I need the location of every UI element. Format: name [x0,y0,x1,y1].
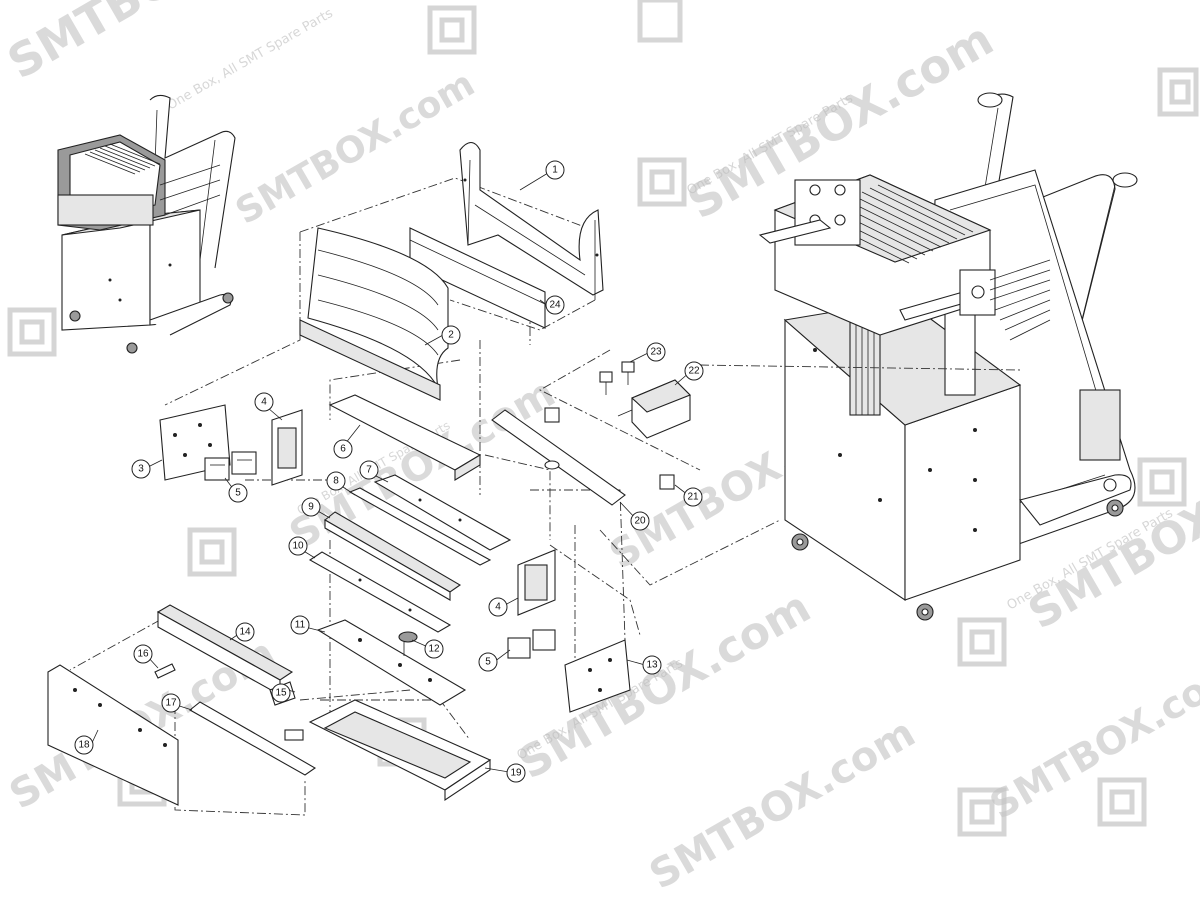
callout-number: 17 [165,698,177,709]
callout-number: 2 [448,330,454,341]
callout-22: 22 [684,361,704,381]
part-12-knob [398,631,418,656]
callout-3: 3 [131,459,151,479]
callout-number: 11 [295,620,306,631]
part-5-connector-upper [204,451,257,481]
part-22-air-cylinder [617,379,691,439]
callout-number: 4 [261,397,267,408]
callout-17: 17 [161,693,181,713]
callout-number: 8 [333,476,339,487]
callout-number: 1 [552,165,558,176]
part-16-small-pin [154,663,176,679]
callout-number: 20 [634,516,646,527]
callout-number: 15 [275,688,287,699]
callout-4b: 4 [488,597,508,617]
callout-number: 12 [428,644,440,655]
part-20-long-plate [491,409,626,506]
part-18-front-panel [47,664,179,806]
callout-number: 4 [495,602,501,613]
callout-number: 16 [137,649,149,660]
small-cart-assembly-view [57,94,236,354]
part-5-connector-lower [507,629,556,659]
callout-21: 21 [683,487,703,507]
part-11-base-plate [316,619,467,706]
callout-number: 14 [239,627,251,638]
callout-14: 14 [235,622,255,642]
part-23-fittings [599,361,635,395]
callout-number: 5 [235,488,241,499]
callout-number: 21 [687,492,699,503]
callout-16: 16 [133,644,153,664]
large-cart-assembly-view [758,92,1138,621]
callout-2: 2 [441,325,461,345]
part-9-angle-rail [324,511,462,601]
part-10-flat-bar [308,551,452,633]
callout-1: 1 [545,160,565,180]
part-4-flange-plate-lower [517,549,556,616]
callout-6: 6 [333,439,353,459]
part-1-back-frame [459,141,604,300]
callout-number: 23 [650,347,662,358]
part-24-sheet [409,227,546,329]
callout-7: 7 [359,460,379,480]
callout-number: 18 [78,740,90,751]
part-17-bent-plate [189,701,317,776]
callout-number: 5 [485,657,491,668]
part-19-tray [308,699,492,802]
callout-18: 18 [74,735,94,755]
callout-5b: 5 [478,652,498,672]
callout-number: 13 [646,660,658,671]
callout-number: 10 [292,541,304,552]
callout-4: 4 [254,392,274,412]
callout-labels: 1 2 3 4 5 6 7 8 9 10 11 12 13 4 5 14 15 … [74,160,704,783]
callout-10: 10 [288,536,308,556]
exploded-parts [47,141,691,806]
part-4-flange-plate-upper [271,409,303,486]
callout-9: 9 [301,497,321,517]
callout-12: 12 [424,639,444,659]
callout-number: 3 [138,464,144,475]
callout-24: 24 [545,295,565,315]
callout-number: 9 [308,502,314,513]
part-6-tray-plate [328,394,482,481]
part-7-long-bar [373,474,512,551]
callout-20: 20 [630,511,650,531]
part-8-rail [348,487,492,566]
watermark-brand-text: SMTBOX.com [229,63,482,233]
callout-number: 22 [688,366,700,377]
callout-15: 15 [271,683,291,703]
part-13-side-plate-lower [564,639,631,713]
watermark-tagline: One Box, All SMT Spare Parts [165,6,336,114]
callout-number: 19 [510,768,522,779]
callout-8: 8 [326,471,346,491]
callout-number: 7 [366,465,372,476]
callout-number: 24 [549,300,561,311]
callout-19: 19 [506,763,526,783]
watermark-brand-text: SMTBOX.com [642,710,923,899]
callout-5: 5 [228,483,248,503]
callout-number: 6 [340,444,346,455]
watermark-brand-text: SMTBOX.com [510,582,819,790]
part-21-standoffs [544,407,675,490]
callout-23: 23 [646,342,666,362]
watermark-brand-text: SMTBOX.com [983,648,1200,828]
part-2-curved-cover [299,227,449,401]
callout-13: 13 [642,655,662,675]
callout-11: 11 [290,615,310,635]
